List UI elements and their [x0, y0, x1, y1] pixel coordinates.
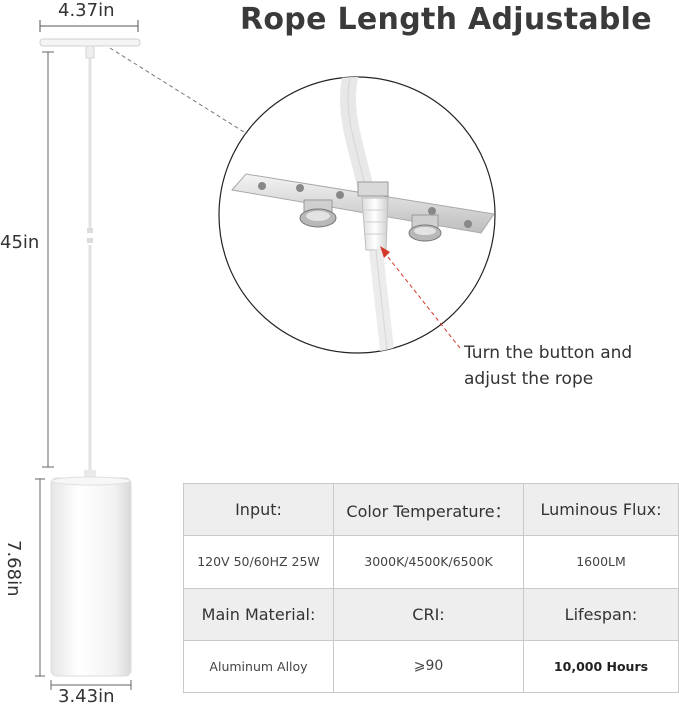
canopy-width-dimension [39, 20, 139, 32]
input-value: 120V 50/60HZ 25W [183, 535, 334, 589]
input-header: Input: [183, 482, 334, 537]
lifespan-value: 10,000 Hours [523, 639, 679, 694]
cri-value: ⩾90 [333, 639, 524, 694]
material-value: Aluminum Alloy [183, 639, 334, 694]
spec-value-row: 120V 50/60HZ 25W 3000K/4500K/6500K 1600L… [183, 535, 679, 589]
lamp-body [50, 470, 132, 677]
cord-length-label: 45in [0, 232, 40, 253]
spec-value-row: Aluminum Alloy ⩾90 10,000 Hours [183, 639, 679, 694]
annotation-line-2: adjust the rope [464, 369, 594, 389]
adjustment-annotation: Turn the button and adjust the rope [464, 340, 632, 392]
annotation-arrow [380, 246, 461, 349]
spec-header-row: Main Material: CRI: Lifespan: [183, 587, 679, 641]
ceiling-canopy [39, 38, 141, 59]
pendant-cord [87, 58, 93, 470]
luminous-flux-header: Luminous Flux: [523, 482, 679, 537]
cri-header: CRI: [333, 587, 524, 641]
detail-magnifier [218, 76, 496, 354]
lamp-height-dimension [35, 478, 45, 677]
lifespan-header: Lifespan: [523, 587, 679, 641]
lamp-width-label: 3.43in [58, 686, 115, 707]
detail-leader-line [109, 47, 245, 133]
canopy-width-label: 4.37in [58, 0, 115, 21]
color-temperature-value: 3000K/4500K/6500K [333, 535, 524, 589]
page-title: Rope Length Adjustable [240, 2, 652, 37]
color-temperature-header: Color Temperature： [333, 482, 524, 537]
luminous-flux-value: 1600LM [523, 535, 679, 589]
specs-table: Input: Color Temperature： Luminous Flux:… [183, 482, 679, 694]
material-header: Main Material: [183, 587, 334, 641]
cord-length-dimension [42, 51, 54, 468]
lamp-height-label: 7.68in [3, 540, 24, 597]
lamp-width-dimension [50, 680, 132, 690]
annotation-line-1: Turn the button and [464, 343, 633, 363]
spec-header-row: Input: Color Temperature： Luminous Flux: [183, 482, 679, 537]
